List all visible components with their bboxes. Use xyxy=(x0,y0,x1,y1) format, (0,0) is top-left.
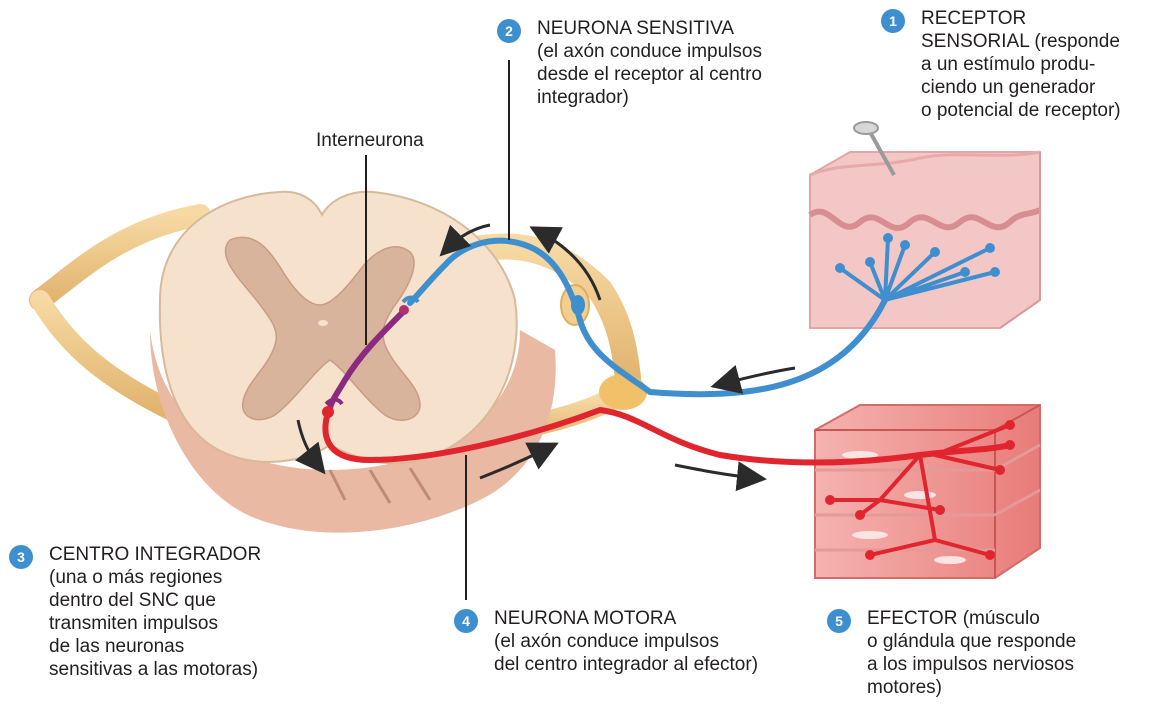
sensory-neuron-desc-1: (el axón conduce impulsos xyxy=(537,40,762,63)
sensory-receptor-desc-3: ciendo un generador xyxy=(921,76,1121,99)
motor-cell-body xyxy=(322,406,334,418)
effector-desc-2: a los impulsos nerviosos xyxy=(867,653,1076,676)
integrating-center-desc-2: dentro del SNC que xyxy=(49,589,261,612)
effector-desc-3: motores) xyxy=(867,676,1076,699)
sensory-cell-body xyxy=(571,295,585,315)
sensory-neuron-number-badge: 2 xyxy=(497,19,521,43)
interneuron-label: Interneurona xyxy=(316,129,424,152)
integrating-center-desc-1: (una o más regiones xyxy=(49,566,261,589)
skin-block xyxy=(810,122,1040,328)
effector-title: EFECTOR (músculo xyxy=(867,607,1076,630)
sensory-neuron-desc-2: desde el receptor al centro xyxy=(537,63,762,86)
motor-neuron-desc-2: del centro integrador al efector) xyxy=(494,653,758,676)
integrating-center-number-badge: 3 xyxy=(9,545,33,569)
motor-neuron-title: NEURONA MOTORA xyxy=(494,607,758,630)
spinal-cord-section xyxy=(150,192,647,533)
effector-label: EFECTOR (músculo o glándula que responde… xyxy=(867,607,1076,699)
integrating-center-desc-3: transmiten impulsos xyxy=(49,612,261,635)
effector-number-badge: 5 xyxy=(827,609,851,633)
effector-desc-1: o glándula que responde xyxy=(867,630,1076,653)
sensory-receptor-title: RECEPTOR xyxy=(921,7,1121,30)
sensory-receptor-number-badge: 1 xyxy=(881,9,905,33)
sensory-receptor-desc-2: a un estímulo produ- xyxy=(921,53,1121,76)
motor-neuron-label: NEURONA MOTORA (el axón conduce impulsos… xyxy=(494,607,758,676)
sensory-receptor-label: RECEPTOR SENSORIAL (responde a un estímu… xyxy=(921,7,1121,122)
sensory-receptor-desc-1: SENSORIAL (responde xyxy=(921,30,1121,53)
integrating-center-desc-4: de las neuronas xyxy=(49,635,261,658)
sensory-neuron-label: NEURONA SENSITIVA (el axón conduce impul… xyxy=(537,17,762,109)
interneuron-label-text: Interneurona xyxy=(316,129,424,152)
sensory-neuron-title: NEURONA SENSITIVA xyxy=(537,17,762,40)
sensory-neuron-desc-3: integrador) xyxy=(537,86,762,109)
sensory-receptor-desc-4: o potencial de receptor) xyxy=(921,99,1121,122)
interneuron-body xyxy=(399,305,409,315)
integrating-center-title: CENTRO INTEGRADOR xyxy=(49,543,261,566)
integrating-center-desc-5: sensitivas a las motoras) xyxy=(49,658,261,681)
motor-neuron-desc-1: (el axón conduce impulsos xyxy=(494,630,758,653)
integrating-center-label: CENTRO INTEGRADOR (una o más regiones de… xyxy=(49,543,261,681)
motor-neuron-number-badge: 4 xyxy=(454,609,478,633)
